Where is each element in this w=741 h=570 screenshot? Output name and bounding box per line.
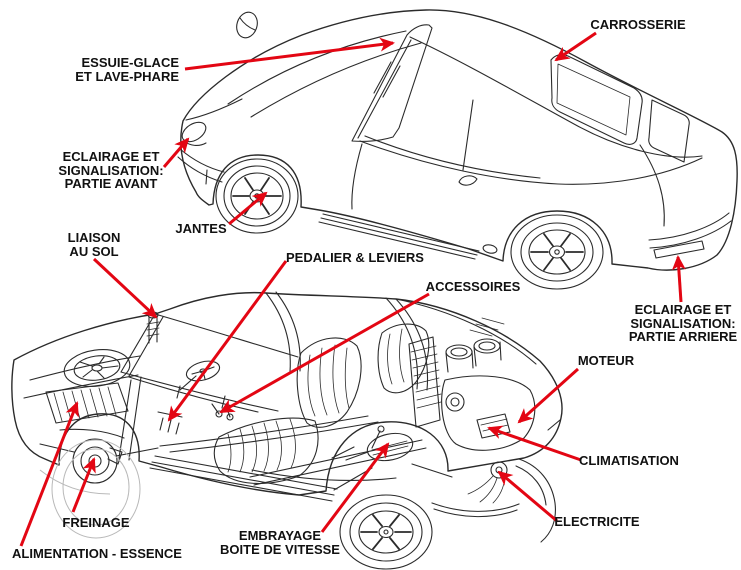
exterior-car-drawing — [177, 9, 738, 290]
rear-left-wheel — [339, 494, 433, 570]
rear-wheel — [510, 214, 604, 290]
distributor-electrics — [467, 461, 508, 504]
greenhouse — [359, 36, 703, 185]
door-details — [351, 143, 498, 254]
arrow-eclairage-signalisation-arriere — [671, 255, 686, 303]
fuel-filler-cap — [236, 11, 258, 39]
sill-rails — [149, 455, 338, 502]
arrow-alimentation-essence — [19, 401, 79, 547]
windshield-frame — [120, 313, 299, 413]
door-handle — [482, 244, 498, 254]
engine — [408, 317, 536, 451]
pedal-cluster — [157, 411, 183, 435]
arrow-jantes — [228, 191, 268, 226]
rocker-trim — [318, 213, 480, 260]
arrow-moteur — [517, 367, 580, 424]
arrow-freinage — [71, 457, 96, 513]
arrow-climatisation — [487, 425, 582, 462]
arrow-carrosserie — [554, 31, 597, 62]
seats — [213, 323, 430, 485]
arrow-liaison-au-sol — [92, 257, 158, 319]
exhaust — [431, 502, 520, 518]
wipers — [373, 61, 401, 98]
quarter-window — [648, 99, 690, 163]
cabin-frame — [159, 291, 537, 486]
arrow-embrayage-boite-de-vitesse — [320, 442, 390, 533]
arrow-electricite — [497, 470, 558, 523]
arrow-eclairage-signalisation-avant — [162, 137, 190, 168]
car-body-outline — [180, 9, 738, 271]
door-mirror — [458, 175, 478, 186]
rear-bumper — [639, 144, 732, 259]
arrow-accessoires — [219, 292, 430, 414]
arrow-essuie-glace-lave-phare — [184, 37, 395, 71]
windshield — [351, 24, 433, 142]
arrow-pedalier-et-leviers — [167, 260, 288, 422]
center-tunnel — [251, 425, 397, 481]
ghost-lines — [39, 439, 141, 539]
rear-light-bar — [653, 240, 705, 259]
rear-right-wheel-arc — [515, 419, 561, 543]
